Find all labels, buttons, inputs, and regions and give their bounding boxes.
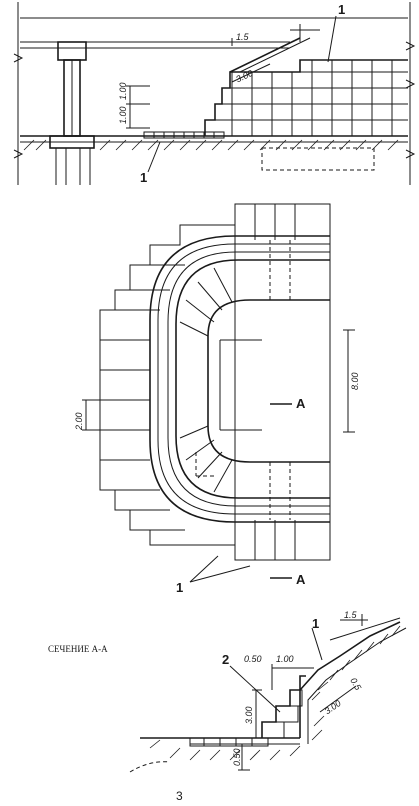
dim-section-base: 0.50 [232,748,242,766]
section-mark-lower: A [296,572,306,587]
plan-view: 8.00 2.00 A A 1 [74,203,360,595]
section-view: СЕЧЕНИЕ А-А [48,610,407,773]
dim-section-height: 3.00 [244,706,254,724]
callout-item-2: 2 [222,652,229,667]
dim-height-upper: 1.00 [118,82,128,100]
dim-section-slope-length: 3.00 [323,698,343,716]
page-number: 3 [176,789,183,803]
callout-slope-1: 1 [312,616,319,631]
section-mark-upper: A [296,396,306,411]
dim-section-top-right: 1.5 [344,610,358,620]
callout-slope-top: 1 [338,2,345,17]
callout-plan-item: 1 [176,580,183,595]
section-title: СЕЧЕНИЕ А-А [48,644,108,654]
dim-plan-left: 2.00 [74,412,84,431]
elevation-view: 1.5 3.00 1.00 1.00 1 1 [13,2,416,185]
dim-section-step-width: 1.00 [276,654,294,664]
dim-slope-length: 3.00 [234,68,254,84]
dim-step-tread: 0.50 [244,654,262,664]
dim-height-lower: 1.00 [118,106,128,124]
callout-slab-bottom: 1 [140,170,147,185]
dim-step-width: 1.5 [236,32,250,42]
dim-plan-right: 8.00 [350,372,360,390]
